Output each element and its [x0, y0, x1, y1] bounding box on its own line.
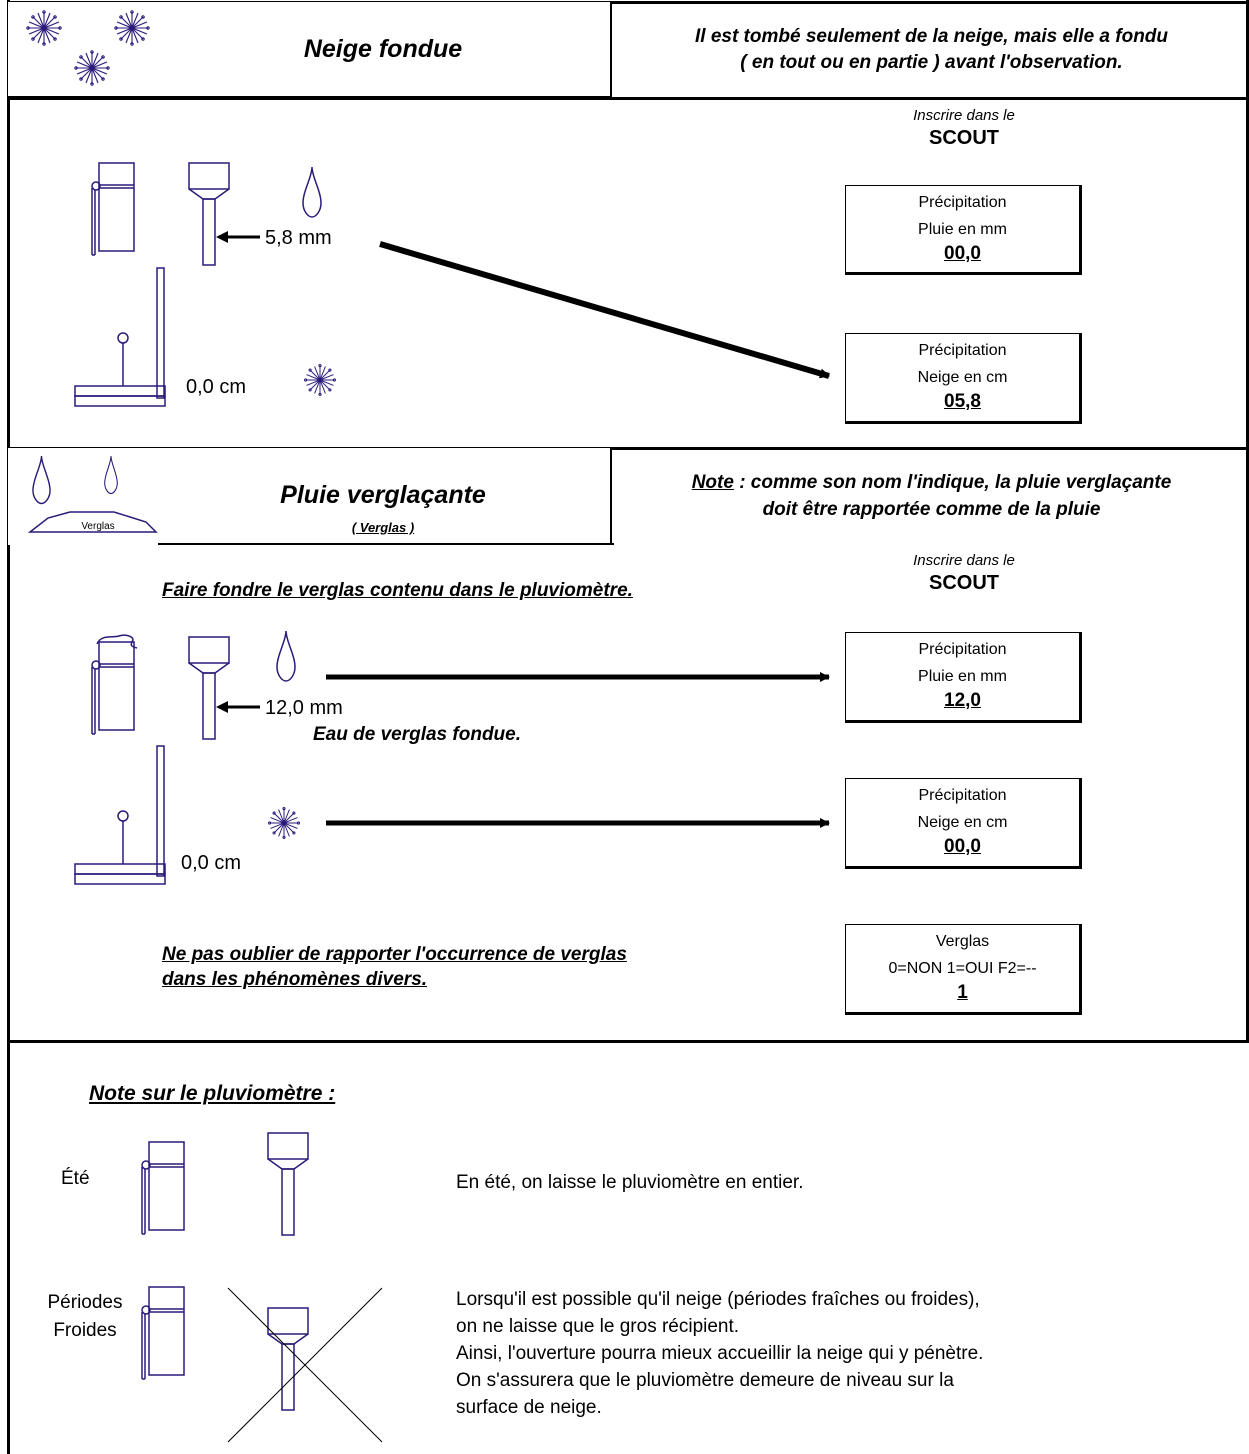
neige-fondue-title-box: Neige fondue — [158, 2, 612, 98]
cold-text: Lorsqu'il est possible qu'il neige (péri… — [456, 1286, 983, 1421]
melt-note: Eau de verglas fondue. — [313, 724, 521, 745]
verglas-title-box: Pluie verglaçante ( Verglas ) — [158, 448, 612, 545]
scout-box-snow-cm: Précipitation Neige en cm 00,0 — [845, 778, 1082, 869]
cold-text-line: Lorsqu'il est possible qu'il neige (péri… — [456, 1289, 980, 1310]
freezing-rain-icon — [27, 455, 158, 533]
section-description-line1: Il est tombé seulement de la neige, mais… — [694, 26, 1169, 47]
verglas-note-line1: Note : comme son nom l'indique, la pluie… — [691, 472, 1172, 493]
scout-box-verglas: Verglas 0=NON 1=OUI F2=-- 1 — [845, 924, 1082, 1015]
section-title: Pluie verglaçante — [280, 481, 486, 509]
cold-text-line: Ainsi, l'ouverture pourra mieux accueill… — [456, 1343, 984, 1364]
reminder-line2: dans les phénomènes divers. — [162, 969, 428, 990]
scout-box-rain-mm: Précipitation Pluie en mm 12,0 — [845, 632, 1082, 723]
cold-label: Périodes Froides — [47, 1292, 123, 1341]
page-right-border — [1246, 0, 1249, 1043]
page-left-border — [7, 0, 10, 1454]
scout-box-snow-cm: Précipitation Neige en cm 05,8 — [845, 333, 1082, 424]
cold-text-line: On s'assurera que le pluviomètre demeure… — [456, 1370, 954, 1391]
cold-text-line: surface de neige. — [456, 1397, 602, 1418]
gauge-note-title: Note sur le pluviomètre : — [89, 1082, 336, 1105]
verglas-instruction: Faire fondre le verglas contenu dans le … — [162, 580, 633, 601]
cold-text-line: on ne laisse que le gros récipient. — [456, 1316, 740, 1337]
section-description-line2: ( en tout ou en partie ) avant l'observa… — [740, 52, 1123, 73]
reading-pointer-arrow — [216, 701, 260, 713]
snow-reading: 0,0 cm — [181, 852, 242, 874]
snow-reading: 0,0 cm — [186, 376, 247, 398]
rain-gauge-tube-icon-crossed — [227, 1287, 383, 1443]
summer-text: En été, on laisse le pluviomètre en enti… — [456, 1172, 804, 1193]
reading-pointer-arrow — [216, 231, 260, 243]
verglas-icon-label: Verglas — [81, 521, 115, 532]
rain-gauge-big-icon — [141, 1141, 185, 1235]
rain-gauge-big-icon — [141, 1286, 185, 1380]
section-divider-1 — [7, 447, 1249, 450]
rain-gauge-tube-icon — [267, 1132, 309, 1236]
section-title: Neige fondue — [303, 35, 463, 63]
summer-label: Été — [61, 1168, 90, 1189]
rain-gauge-big-icon — [91, 634, 138, 735]
scout-box-rain-mm: Précipitation Pluie en mm 00,0 — [845, 185, 1082, 275]
rain-reading: 5,8 mm — [265, 227, 332, 249]
rain-reading: 12,0 mm — [265, 697, 343, 719]
inscribe-label: Inscrire dans le SCOUT — [913, 107, 1015, 149]
reminder-line1: Ne pas oublier de rapporter l'occurrence… — [162, 944, 627, 965]
section-subtitle: ( Verglas ) — [351, 520, 415, 535]
section-divider-2 — [7, 1040, 1249, 1043]
section1-header-rule — [7, 97, 1249, 100]
inscribe-label: Inscrire dans le SCOUT — [913, 552, 1015, 594]
section2-header-rule — [158, 543, 614, 545]
diagonal-arrow — [379, 241, 830, 379]
verglas-note-line2: doit être rapportée comme de la pluie — [762, 499, 1101, 520]
horizontal-arrows — [326, 672, 830, 828]
page-top-border — [7, 1, 1249, 4]
